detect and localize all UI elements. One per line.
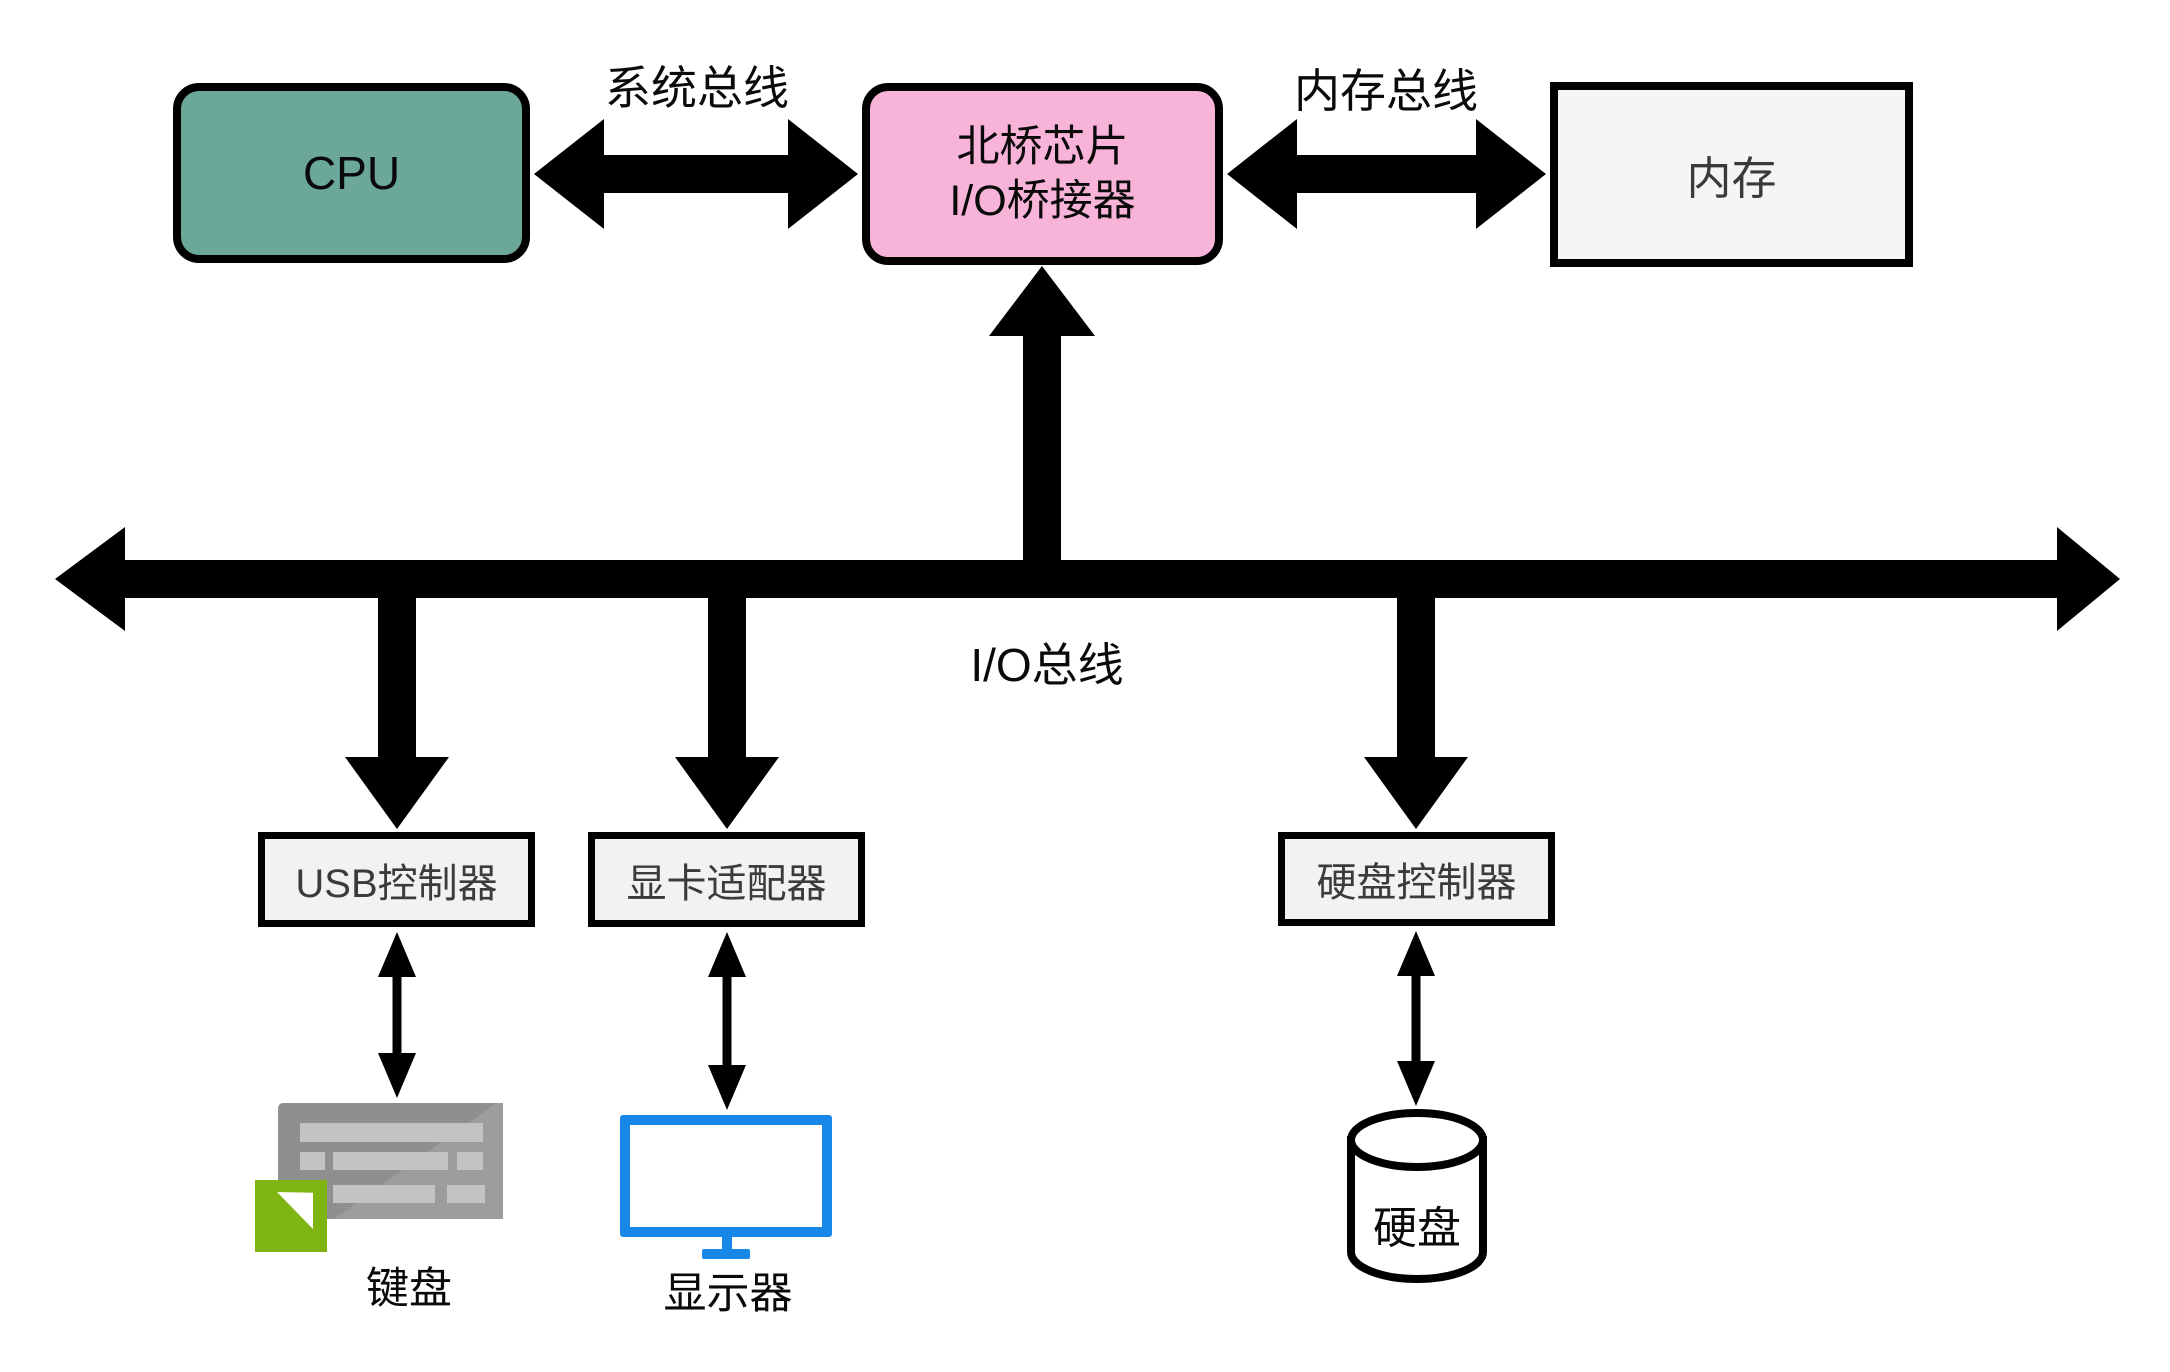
graphics-adapter-node: 显卡适配器 <box>588 832 865 927</box>
northbridge-node: 北桥芯片 I/O桥接器 <box>862 83 1223 265</box>
monitor-icon <box>620 1115 832 1237</box>
graphics-adapter-label: 显卡适配器 <box>626 861 827 906</box>
keyboard-green-badge <box>255 1180 327 1252</box>
io-bus-label: I/O总线 <box>970 639 1124 691</box>
system-bus-arrow <box>534 119 858 229</box>
disk-controller-label: 硬盘控制器 <box>1316 861 1517 905</box>
memory-bus-label: 内存总线 <box>1294 65 1478 117</box>
io-bus-to-northbridge-arrow <box>989 266 1095 598</box>
io-bus-line <box>55 527 2120 631</box>
branch-arrow-disk <box>1364 560 1468 829</box>
monitor-stand-base <box>702 1249 750 1259</box>
northbridge-label-line1: 北桥芯片 <box>956 123 1129 171</box>
hard-disk-label: 硬盘 <box>1373 1204 1461 1253</box>
branch-arrow-usb <box>345 560 449 829</box>
disk-cylinder-icon <box>1347 1109 1487 1283</box>
memory-node: 内存 <box>1550 82 1913 267</box>
keyboard-label: 键盘 <box>366 1265 452 1313</box>
green-badge-triangle <box>277 1192 313 1229</box>
cpu-label: CPU <box>302 147 401 199</box>
usb-keyboard-arrow <box>378 932 416 1098</box>
memory-bus-arrow <box>1227 119 1546 229</box>
system-bus-label: 系统总线 <box>605 62 789 114</box>
northbridge-label-line2: I/O桥接器 <box>949 177 1136 225</box>
branch-arrow-graphics <box>675 560 779 829</box>
disk-controller-node: 硬盘控制器 <box>1278 832 1555 926</box>
graphics-monitor-arrow <box>708 932 746 1110</box>
monitor-label: 显示器 <box>663 1270 793 1318</box>
usb-controller-label: USB控制器 <box>295 861 498 906</box>
usb-controller-node: USB控制器 <box>258 832 535 927</box>
memory-label: 内存 <box>1686 153 1777 204</box>
disk-cylinder-arrow <box>1397 931 1435 1106</box>
cpu-node: CPU <box>173 83 530 263</box>
keyboard-icon <box>278 1103 503 1219</box>
monitor-stand-stem <box>722 1235 732 1251</box>
